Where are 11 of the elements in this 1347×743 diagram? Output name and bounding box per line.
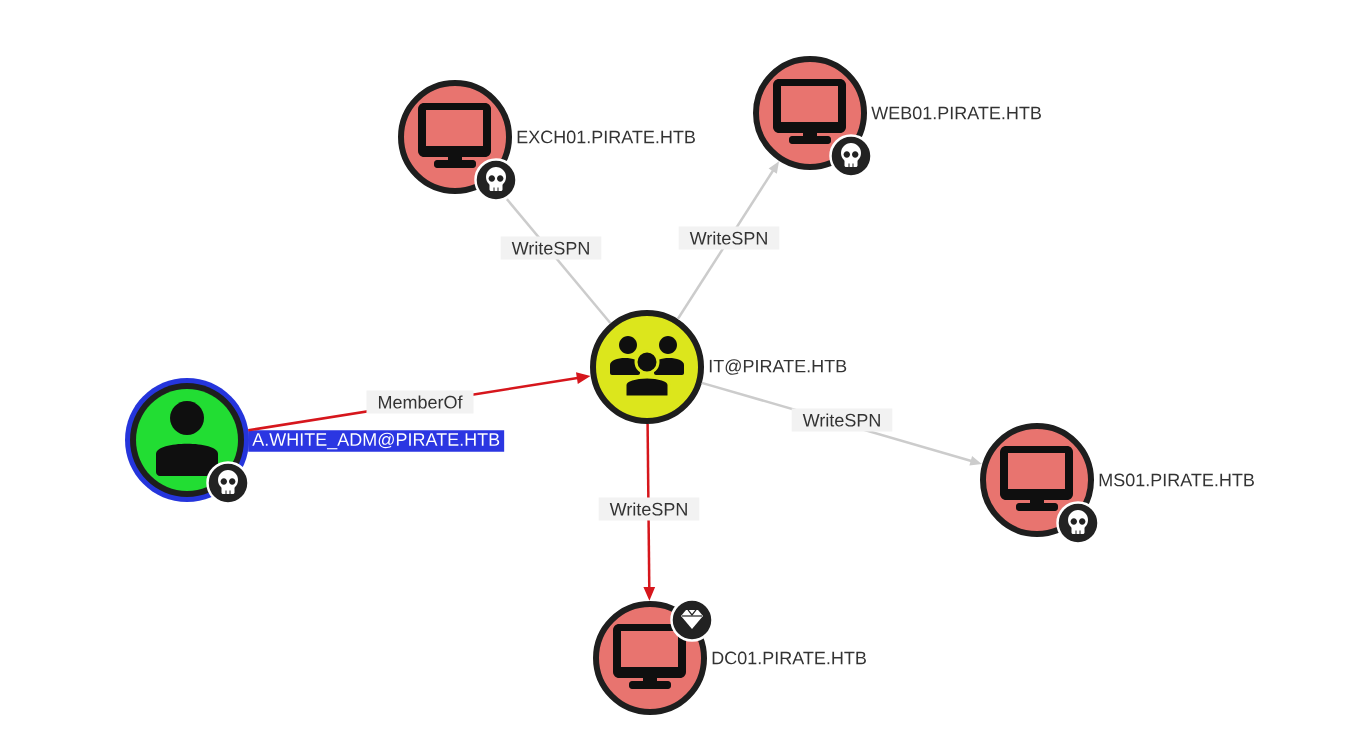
- edge-label: WriteSPN: [500, 236, 602, 260]
- node-label: DC01.PIRATE.HTB: [712, 651, 866, 665]
- node-label: EXCH01.PIRATE.HTB: [517, 130, 695, 144]
- node-label: IT@PIRATE.HTB: [709, 359, 847, 375]
- edge-label: WriteSPN: [678, 226, 780, 250]
- edge-label: MemberOf: [366, 390, 474, 414]
- edge-label: WriteSPN: [791, 408, 893, 432]
- edge-label: WriteSPN: [598, 497, 700, 521]
- node-label: WEB01.PIRATE.HTB: [871, 106, 1041, 120]
- node-label: MS01.PIRATE.HTB: [1099, 473, 1254, 487]
- node-label: A.WHITE_ADM@PIRATE.HTB: [248, 430, 505, 452]
